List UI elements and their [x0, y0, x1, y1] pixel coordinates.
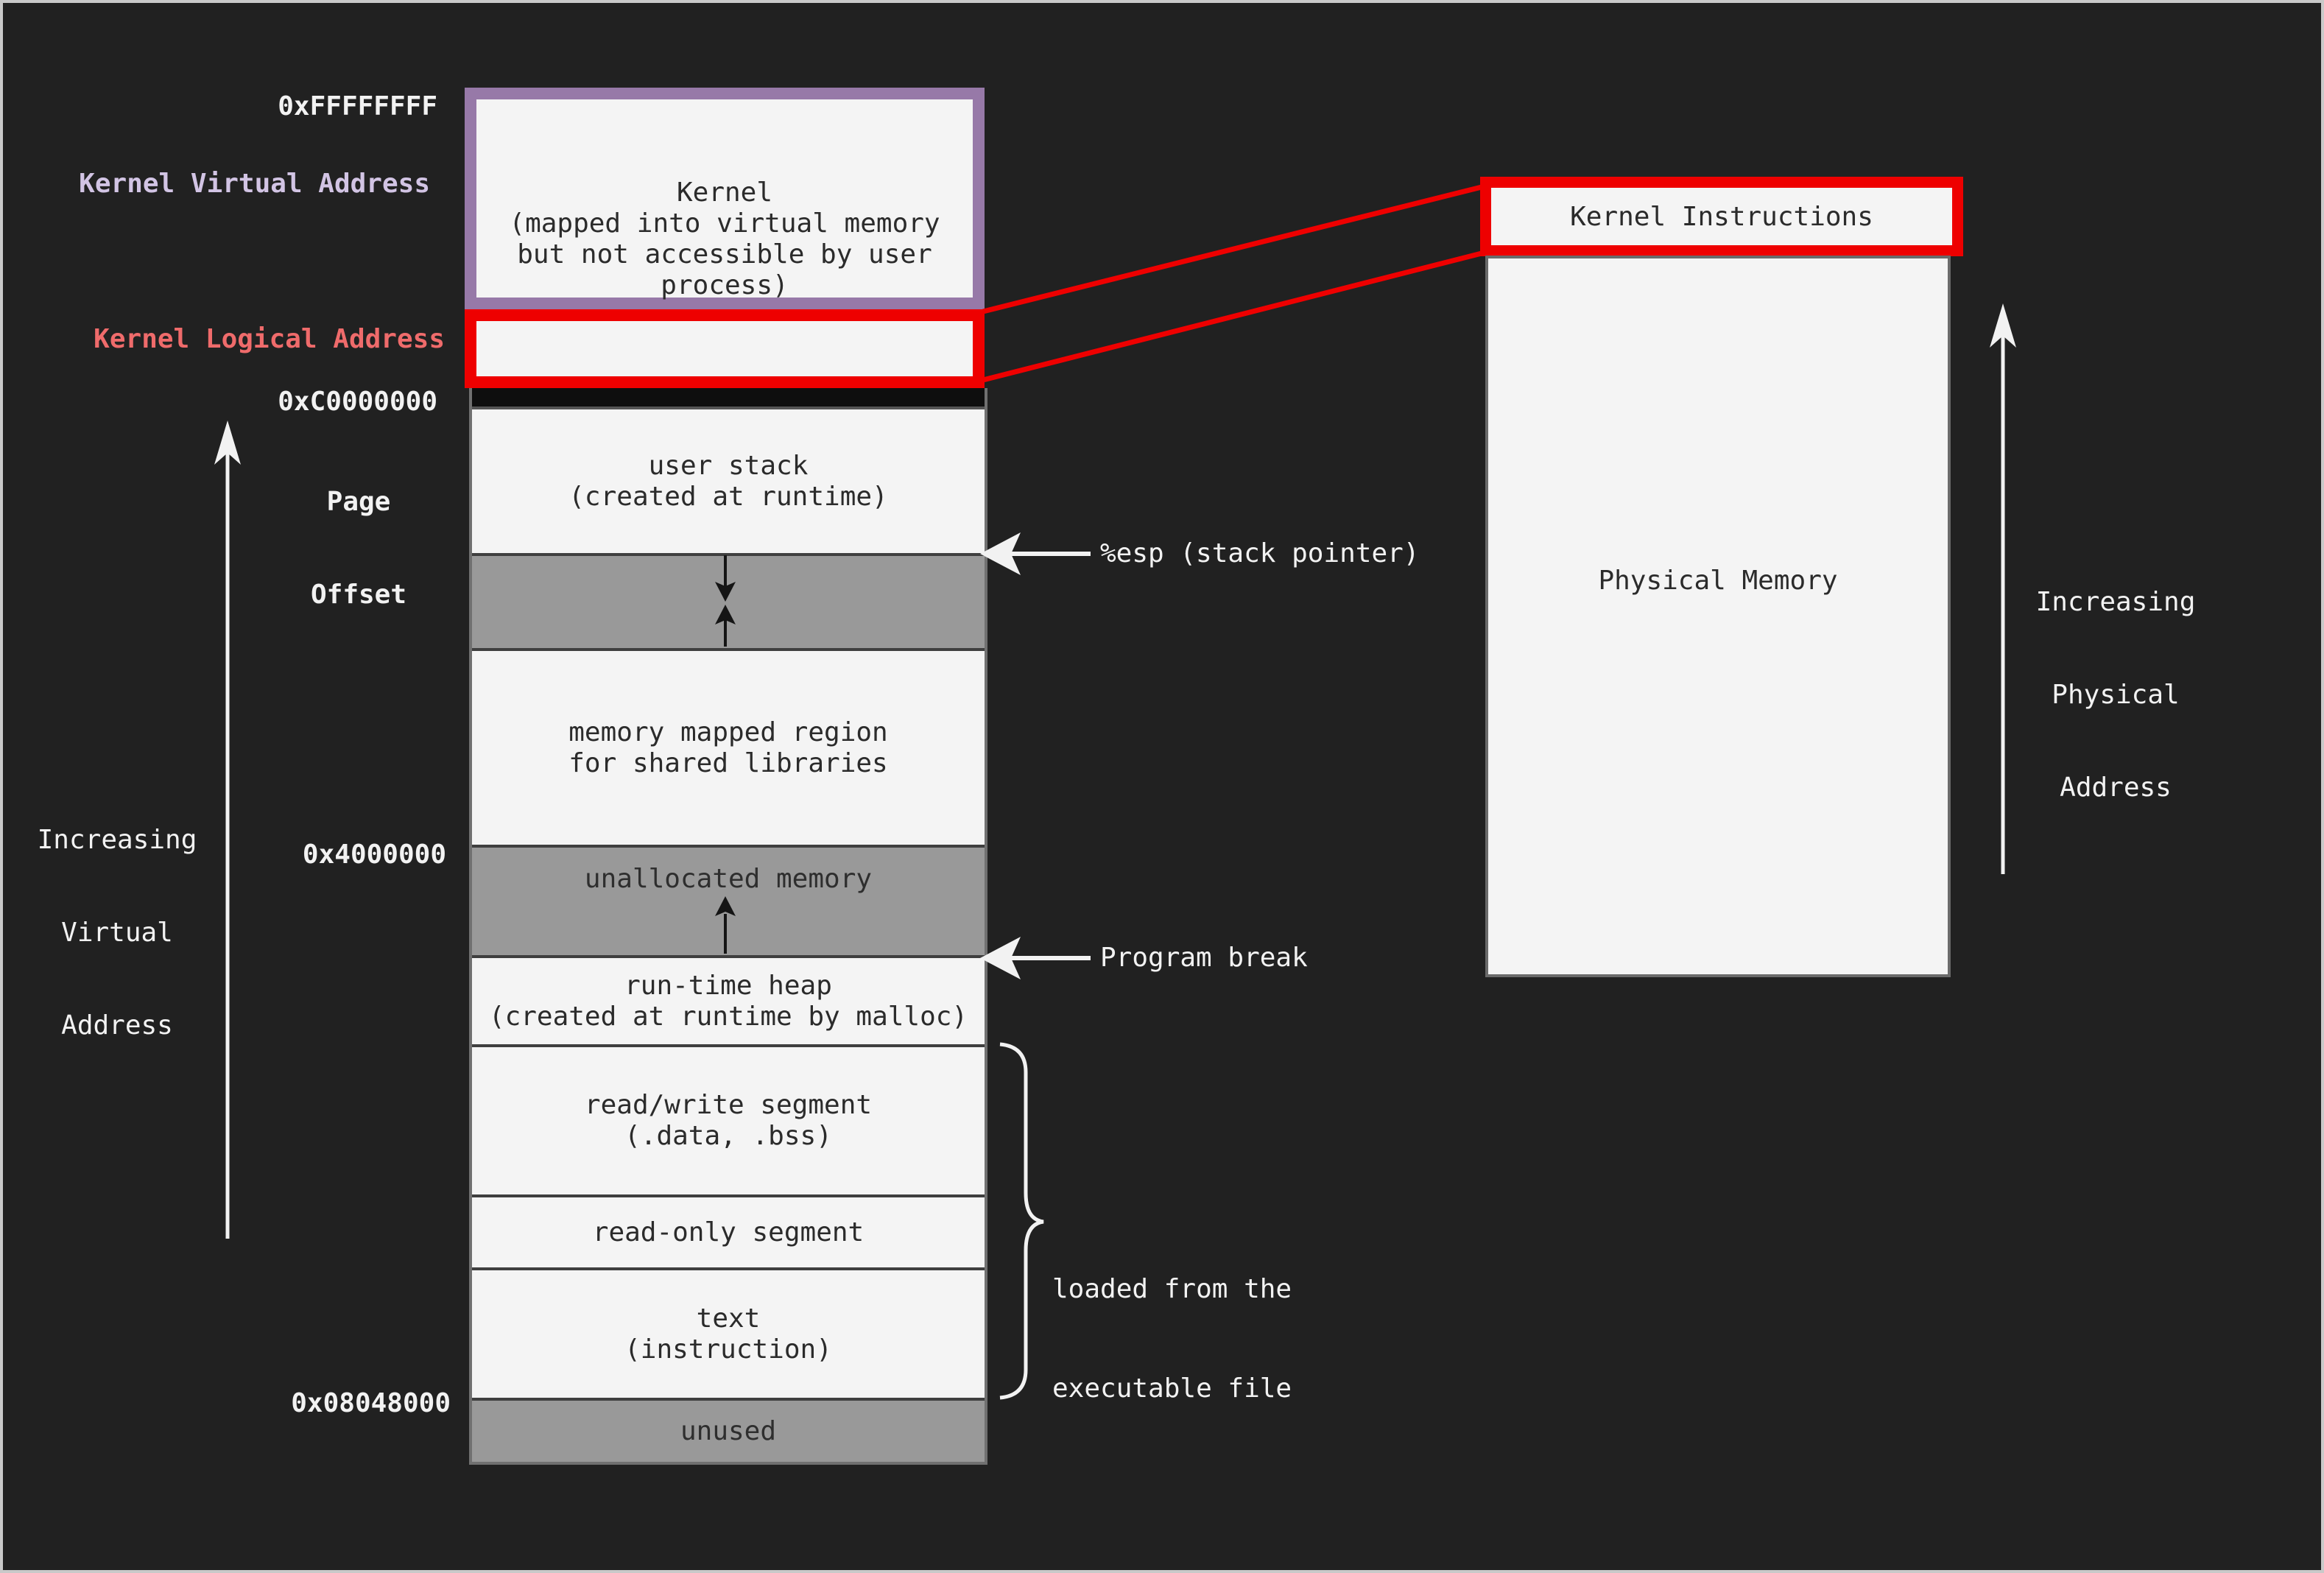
kernel-virtual-address-label: Kernel Virtual Address — [79, 169, 430, 199]
address-0x08048000: 0x08048000 — [291, 1388, 451, 1418]
address-0x4000000: 0x4000000 — [302, 840, 446, 870]
virtual-address-space-column: user stack (created at runtime) memory m… — [469, 388, 987, 1465]
region-stack-growth-gap — [472, 553, 985, 648]
region-read-write-segment: read/write segment (.data, .bss) — [472, 1044, 985, 1194]
address-0xC0000000: 0xC0000000 — [278, 387, 437, 417]
page-offset-label: Page Offset — [310, 487, 407, 610]
physical-memory-box: Physical Memory — [1485, 256, 1951, 977]
kernel-logical-box — [465, 309, 985, 388]
increasing-physical-address-label: Increasing Physical Address — [2035, 587, 2196, 803]
region-black-gap — [472, 388, 985, 407]
kernel-mapping-lines-icon — [982, 184, 1482, 383]
region-read-only-segment: read-only segment — [472, 1194, 985, 1267]
address-0xFFFFFFFF: 0xFFFFFFFF — [278, 91, 437, 122]
kernel-box-caption: Kernel (mapped into virtual memory but n… — [509, 177, 940, 300]
region-user-stack: user stack (created at runtime) — [472, 407, 985, 553]
program-break-arrow-icon — [980, 937, 1091, 979]
region-text-segment: text (instruction) — [472, 1267, 985, 1398]
kernel-virtual-box: Kernel (mapped into virtual memory but n… — [465, 88, 985, 309]
loaded-from-executable-brace-icon — [999, 1042, 1044, 1400]
region-memory-mapped: memory mapped region for shared librarie… — [472, 648, 985, 845]
region-unallocated: unallocated memory — [472, 845, 985, 955]
kernel-instructions-box: Kernel Instructions — [1480, 177, 1963, 256]
increasing-virtual-address-label: Increasing Virtual Address — [37, 825, 197, 1041]
program-break-label: Program break — [1100, 943, 1308, 973]
loaded-from-executable-label: loaded from the executable file — [1052, 1274, 1292, 1404]
kernel-logical-address-label: Kernel Logical Address — [94, 324, 445, 354]
region-runtime-heap: run-time heap (created at runtime by mal… — [472, 955, 985, 1044]
esp-stack-pointer-label: %esp (stack pointer) — [1100, 538, 1420, 569]
physical-memory-label: Physical Memory — [1598, 566, 1838, 596]
region-unused: unused — [472, 1398, 985, 1462]
esp-arrow-icon — [980, 532, 1091, 575]
